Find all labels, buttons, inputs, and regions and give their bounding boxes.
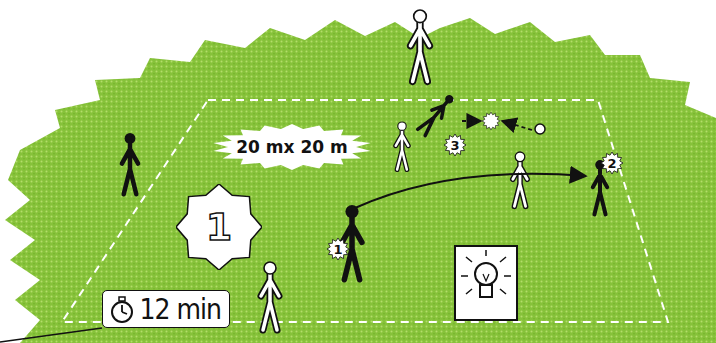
grass-burst xyxy=(5,18,716,343)
callout-number: 3 xyxy=(450,138,459,153)
pitch-outline xyxy=(62,100,668,322)
leader-line xyxy=(0,328,102,342)
stage-badge: 1 xyxy=(176,184,262,270)
player-black xyxy=(342,205,362,280)
impact-burst xyxy=(482,112,500,130)
node-text: 12 min xyxy=(139,293,221,326)
node-text: 1 xyxy=(206,205,232,249)
callout-number: 1 xyxy=(333,242,342,257)
callout-star xyxy=(327,238,349,260)
player-white xyxy=(411,10,430,81)
node-text: 20 mx 20 m xyxy=(236,137,347,157)
shot-arrow xyxy=(502,121,532,130)
lightbulb-icon xyxy=(455,246,517,320)
callout-star xyxy=(444,134,466,156)
node-shape xyxy=(213,124,371,170)
callout-number: 2 xyxy=(607,156,616,171)
stopwatch-icon xyxy=(109,295,135,325)
save-arrow xyxy=(462,120,481,122)
goalkeeper-diving xyxy=(417,92,457,137)
ball xyxy=(535,124,545,134)
player-black xyxy=(122,133,138,194)
pass-arrow xyxy=(355,174,586,208)
duration-box: 12 min xyxy=(102,290,230,328)
callout-star xyxy=(601,152,623,174)
player-white xyxy=(396,122,409,170)
node-shape xyxy=(176,184,262,270)
player-white xyxy=(261,262,279,330)
player-white xyxy=(513,152,527,206)
area-dimension: 20 mx 20 m xyxy=(212,124,372,170)
